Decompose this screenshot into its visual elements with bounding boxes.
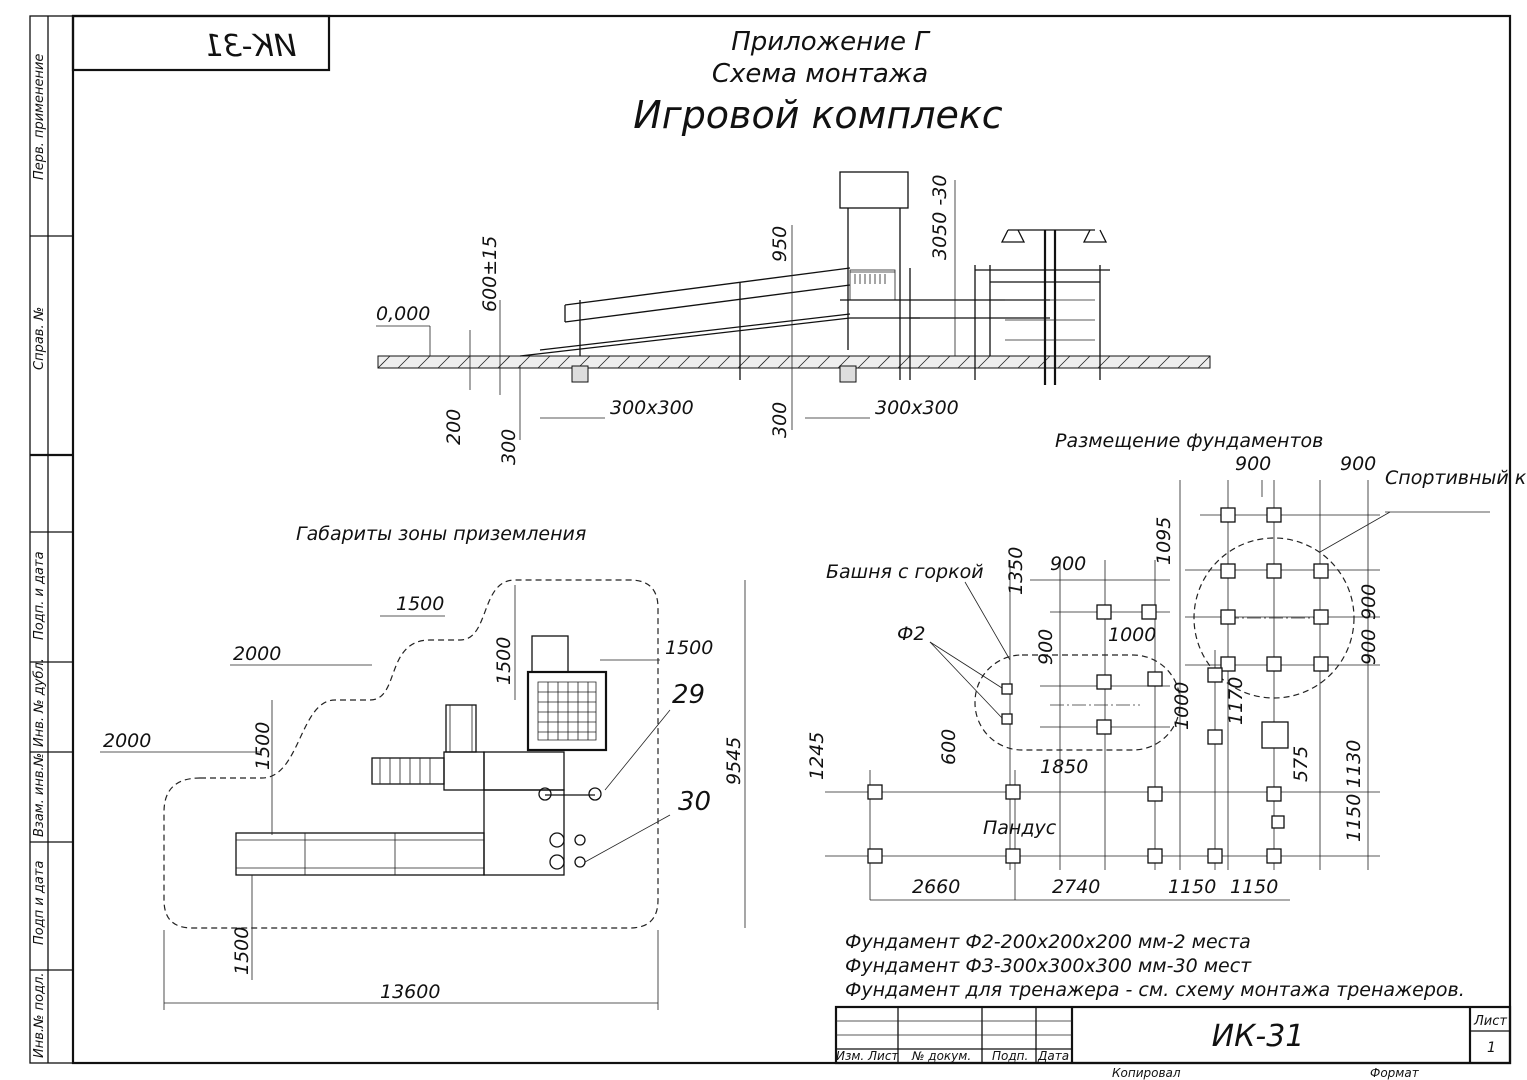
- tb-sheet-num: 1: [1487, 1040, 1496, 1056]
- note-1: Фундамент Ф2-200х200х200 мм-2 места: [845, 931, 1251, 953]
- fnd-dim-1095: 1095: [1153, 517, 1175, 565]
- landing-dim-1500e: 1500: [231, 927, 253, 975]
- fnd-dim-575: 575: [1290, 746, 1312, 782]
- landing-dim-1500a: 1500: [396, 593, 444, 615]
- fnd-dim-2740: 2740: [1052, 876, 1100, 898]
- side-column-labels: Перв. применение Справ. № Подп. и дата И…: [32, 54, 47, 1058]
- title-block: ИК-31 Изм. Лист № докум. Подп. Дата Лист…: [834, 1005, 1512, 1080]
- elev-dim-300b: 300: [769, 402, 791, 438]
- landing-zone: Габариты зоны приземления: [100, 523, 746, 1010]
- fnd-dim-900f: 900: [1358, 629, 1380, 665]
- landing-dim-2000a: 2000: [233, 643, 281, 665]
- side-label-podp2: Подп и дата: [32, 861, 47, 945]
- tb-sheet-label: Лист: [1473, 1014, 1507, 1029]
- landing-dim-9545: 9545: [723, 737, 745, 785]
- top-stamp-code: ИК-31: [204, 29, 297, 64]
- fnd-dim-600: 600: [938, 729, 960, 765]
- sheet-frame: [29, 14, 1512, 1065]
- note-2: Фундамент Ф3-300х300х300 мм-30 мест: [845, 955, 1252, 977]
- elev-dim-3050: 3050 -30: [929, 175, 951, 260]
- elev-dim-200: 200: [443, 409, 465, 445]
- title-block-code: ИК-31: [1212, 1019, 1305, 1054]
- side-label-vzam: Взам. инв.№: [32, 753, 47, 837]
- fnd-dim-900b: 900: [1340, 453, 1376, 475]
- foundations-plan: Размещение фундаментов: [806, 430, 1527, 901]
- fnd-dim-900c: 900: [1050, 553, 1086, 575]
- fnd-dim-2660: 2660: [912, 876, 960, 898]
- label-sport-complex: Спортивный комплекс: [1385, 467, 1527, 489]
- fnd-dim-1150a: 1150: [1168, 876, 1216, 898]
- side-label-inv-dubl: Инв. № дубл.: [32, 658, 47, 747]
- foundations-title: Размещение фундаментов: [1055, 430, 1323, 452]
- side-label-sprav: Справ. №: [32, 307, 47, 370]
- elev-dim-300x300a: 300х300: [610, 397, 694, 419]
- side-label-perv: Перв. применение: [32, 54, 47, 180]
- elev-level: 0,000: [376, 303, 430, 325]
- fnd-dim-1850: 1850: [1040, 756, 1088, 778]
- fnd-dim-1150v: 1150: [1343, 794, 1365, 842]
- callout-30: 30: [678, 787, 711, 817]
- label-ramp: Пандус: [983, 817, 1057, 839]
- side-label-podp1: Подп. и дата: [32, 551, 47, 640]
- elev-dim-300a: 300: [498, 429, 520, 465]
- tb-format: Формат: [1370, 1066, 1420, 1080]
- callout-29: 29: [672, 680, 705, 710]
- fnd-dim-900e: 900: [1358, 584, 1380, 620]
- tb-col-podp: Подп.: [992, 1049, 1028, 1063]
- elev-dim-300x300b: 300х300: [875, 397, 959, 419]
- top-stamp: ИК-31: [71, 14, 331, 72]
- note-3: Фундамент для тренажера - см. схему монт…: [845, 979, 1465, 1001]
- landing-dim-1500d: 1500: [665, 637, 713, 659]
- side-label-inv-podl: Инв.№ подл.: [32, 972, 47, 1058]
- tb-col-list: Лист: [867, 1049, 899, 1063]
- elev-dim-950: 950: [769, 226, 791, 262]
- fnd-dim-1150b: 1150: [1230, 876, 1278, 898]
- tb-col-doc: № докум.: [911, 1049, 971, 1063]
- landing-dim-2000b: 2000: [103, 730, 151, 752]
- tb-col-data: Дата: [1037, 1049, 1069, 1063]
- fnd-dim-1130: 1130: [1343, 740, 1365, 788]
- fnd-dim-900a: 900: [1235, 453, 1271, 475]
- landing-title: Габариты зоны приземления: [296, 523, 586, 545]
- landing-dim-1500b: 1500: [252, 722, 274, 770]
- tb-copied: Копировал: [1112, 1066, 1181, 1080]
- fnd-dim-900d: 900: [1035, 629, 1057, 665]
- landing-dim-13600: 13600: [380, 981, 440, 1003]
- elevation-view: 0,000 600±15 950 3050 -30 200 300 300 30…: [376, 171, 1211, 465]
- fnd-dim-1245: 1245: [806, 732, 828, 780]
- fnd-dim-1000a: 1000: [1108, 624, 1156, 646]
- label-tower-slide: Башня с горкой: [826, 561, 984, 583]
- heading-scheme: Схема монтажа: [712, 59, 928, 89]
- heading-title: Игровой комплекс: [633, 93, 1003, 137]
- fnd-dim-1000b: 1000: [1171, 682, 1193, 730]
- foundation-notes: Фундамент Ф2-200х200х200 мм-2 места Фунд…: [845, 931, 1465, 1001]
- landing-dim-1500c: 1500: [493, 637, 515, 685]
- heading-appendix: Приложение Г: [731, 27, 931, 57]
- fnd-dim-1170: 1170: [1225, 677, 1247, 725]
- fnd-dim-1350: 1350: [1005, 547, 1027, 595]
- heading: Приложение Г Схема монтажа Игровой компл…: [633, 27, 1003, 137]
- elev-dim-600: 600±15: [479, 236, 501, 312]
- tb-col-izm: Изм.: [836, 1049, 864, 1063]
- label-phi2: Ф2: [897, 623, 925, 645]
